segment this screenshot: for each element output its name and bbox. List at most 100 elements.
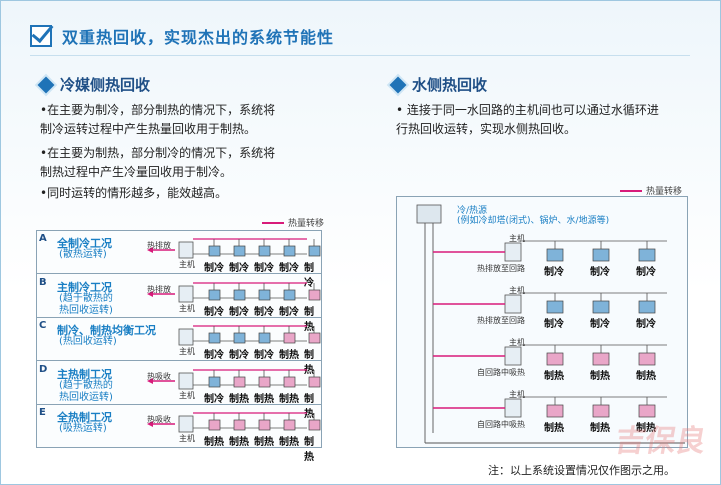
row-title: 全热制工况 xyxy=(57,411,112,424)
row-schematic xyxy=(147,412,321,433)
indoor-unit xyxy=(308,289,321,300)
indoor-mode-label: 制冷 xyxy=(279,263,299,274)
indoor-mode-label: 制热 xyxy=(304,350,314,376)
indoor-mode-label: 制冷 xyxy=(254,306,274,318)
outdoor-unit xyxy=(178,415,194,433)
indoor-unit xyxy=(592,352,610,366)
indoor-mode-label: 制冷 xyxy=(304,263,314,289)
indoor-unit xyxy=(233,289,246,300)
row-subtitle: (吸热运转) xyxy=(59,423,107,434)
indoor-unit xyxy=(258,332,271,344)
indoor-mode-label: 制冷 xyxy=(204,350,224,361)
loop-flow-label: 自回路中吸热 xyxy=(477,420,525,429)
indoor-unit xyxy=(233,419,246,431)
indoor-unit xyxy=(546,404,564,418)
indoor-mode-label: 制热 xyxy=(304,393,314,420)
row-letter: A xyxy=(39,233,47,244)
row-letter: D xyxy=(39,363,48,375)
heat-source-subtitle: (例如冷却塔(闭式)、锅炉、水/地源等) xyxy=(457,216,610,226)
refrigerant-heat-recovery-heading: 冷媒侧热回收 xyxy=(37,74,151,95)
indoor-unit xyxy=(258,376,271,387)
footnote: 注：以上系统设置情况仅作图示之用。 xyxy=(488,464,675,477)
header: 双重热回收，实现杰出的系统节能性 xyxy=(30,24,334,48)
indoor-mode-label: 制热 xyxy=(279,350,299,361)
indoor-unit xyxy=(258,289,271,300)
watermark-logo: 吉保良 xyxy=(612,424,709,459)
row-schematic xyxy=(147,238,321,259)
indoor-unit xyxy=(592,404,610,418)
heat-source-title: 冷/热源 xyxy=(457,206,488,216)
row-subtitle: (热回收运转) xyxy=(59,336,117,347)
indoor-mode-label: 制热 xyxy=(304,306,314,333)
indoor-mode-label: 制热 xyxy=(544,371,564,382)
heat-flow-label: 热排放 xyxy=(147,241,171,250)
indoor-mode-label: 制冷 xyxy=(544,267,564,278)
row-title: 全制冷工况 xyxy=(57,237,112,250)
checkmark-icon xyxy=(30,25,52,47)
left-bullet-1a: •在主要为制冷，部分制热的情况下，系统将 xyxy=(40,103,276,117)
outdoor-unit-label: 主机 xyxy=(509,234,525,243)
indoor-unit xyxy=(638,352,656,366)
indoor-unit xyxy=(592,248,610,262)
heat-transfer-legend-line xyxy=(620,189,642,192)
indoor-unit xyxy=(546,248,564,262)
indoor-unit xyxy=(283,332,296,344)
outdoor-unit-label: 主机 xyxy=(179,303,195,313)
indoor-mode-label: 制冷 xyxy=(636,319,656,330)
indoor-mode-label: 制冷 xyxy=(229,306,249,318)
outdoor-unit xyxy=(178,285,194,302)
indoor-unit xyxy=(233,245,246,257)
outdoor-unit xyxy=(178,372,194,389)
row-schematic xyxy=(178,325,321,346)
heat-arrow-head xyxy=(147,290,153,297)
indoor-unit xyxy=(638,404,656,418)
outdoor-unit-label: 主机 xyxy=(509,338,525,347)
water-diagram: 冷/热源(例如冷却塔(闭式)、锅炉、水/地源等)制冷制冷制冷热排放至回路主机制冷… xyxy=(396,196,688,448)
indoor-unit xyxy=(208,419,221,431)
indoor-unit xyxy=(592,300,610,314)
outdoor-unit xyxy=(178,328,194,346)
diamond-icon xyxy=(37,76,55,93)
heat-transfer-legend-line xyxy=(262,221,284,224)
indoor-mode-label: 制热 xyxy=(590,371,610,382)
indoor-unit xyxy=(308,245,321,257)
outdoor-unit xyxy=(178,241,194,259)
outdoor-unit xyxy=(504,242,522,262)
row-title: 制冷、制热均衡工况 xyxy=(57,324,156,337)
indoor-mode-label: 制热 xyxy=(204,437,224,448)
row-subtitle: (趋于散热的 xyxy=(59,292,113,304)
heat-flow-label: 热排放 xyxy=(147,284,171,294)
indoor-unit xyxy=(283,419,296,431)
indoor-mode-label: 制冷 xyxy=(544,319,564,330)
indoor-unit xyxy=(208,289,221,300)
indoor-mode-label: 制冷 xyxy=(636,267,656,278)
indoor-unit xyxy=(258,419,271,431)
indoor-unit xyxy=(638,300,656,314)
row-title: 主制冷工况 xyxy=(57,280,112,294)
indoor-mode-label: 制冷 xyxy=(590,267,610,278)
water-heat-recovery-title: 水侧热回收 xyxy=(412,76,488,94)
left-legend-label: 热量转移 xyxy=(288,219,325,229)
indoor-mode-label: 制冷 xyxy=(590,319,610,330)
row-subtitle: (趋于散热的 xyxy=(59,379,113,391)
indoor-unit xyxy=(283,245,296,257)
indoor-unit xyxy=(233,376,246,387)
outdoor-unit xyxy=(504,294,522,314)
outdoor-unit xyxy=(504,398,522,418)
left-bullet-2b: 制热过程中产生冷量回收用于制冷。 xyxy=(40,165,233,179)
outdoor-unit xyxy=(504,346,522,366)
indoor-unit xyxy=(308,376,321,387)
indoor-mode-label: 制热 xyxy=(304,437,314,463)
indoor-unit xyxy=(638,248,656,262)
indoor-unit xyxy=(208,245,221,257)
loop-flow-label: 热排放至回路 xyxy=(477,316,525,325)
indoor-mode-label: 制热 xyxy=(229,393,249,405)
indoor-unit xyxy=(208,376,221,387)
refrigerant-heat-recovery-title: 冷媒侧热回收 xyxy=(60,76,151,94)
water-loop-schematic xyxy=(416,204,685,444)
indoor-mode-label: 制冷 xyxy=(204,393,224,405)
indoor-unit xyxy=(308,419,321,431)
